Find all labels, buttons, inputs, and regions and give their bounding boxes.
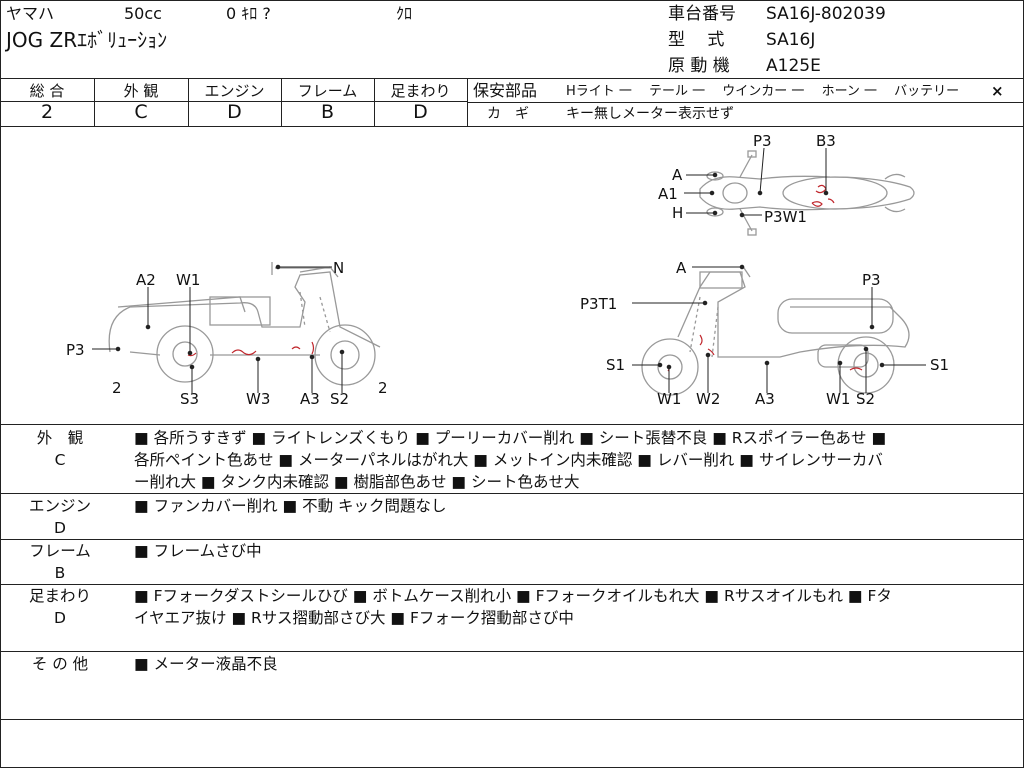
grade-header-engine: エンジン bbox=[204, 82, 265, 100]
maker: ヤマハ bbox=[6, 4, 55, 23]
diagram-label: S2 bbox=[856, 390, 876, 408]
grade-header-overall: 総 合 bbox=[29, 82, 65, 100]
diagram-label: P3W1 bbox=[764, 208, 807, 226]
section-grade-exterior: C bbox=[54, 451, 66, 469]
scooter-right-view bbox=[641, 264, 910, 396]
diagram-label: W3 bbox=[246, 390, 271, 408]
diagram-label: P3 bbox=[862, 271, 881, 289]
diagram-label: S1 bbox=[606, 356, 626, 374]
section-divider bbox=[0, 493, 1024, 494]
diagram-label: W1 bbox=[176, 271, 201, 289]
diagram-label: A1 bbox=[658, 185, 678, 203]
section-label-frame: フレーム bbox=[29, 542, 91, 560]
section-divider bbox=[0, 651, 1024, 652]
diagram-label: W1 bbox=[826, 390, 851, 408]
diagram-label: 2 bbox=[378, 379, 388, 397]
remark-line: 各所ペイント色あせ ■ メーターパネルはがれ大 ■ メットイン内未確認 ■ レバ… bbox=[134, 451, 883, 469]
remark-line: ■ ファンカバー削れ ■ 不動 キック問題なし bbox=[134, 497, 447, 515]
section-divider bbox=[0, 584, 1024, 585]
section-grade-frame: B bbox=[54, 564, 66, 582]
grade-divider bbox=[94, 78, 95, 126]
header-divider bbox=[0, 78, 1024, 79]
section-label-engine: エンジン bbox=[28, 497, 91, 515]
mileage: 0 ｷﾛ ? bbox=[226, 4, 271, 23]
diagram-label: A2 bbox=[136, 271, 156, 289]
diagram-label: H bbox=[672, 204, 684, 222]
diagram-label: 2 bbox=[112, 379, 122, 397]
remark-line: ■ Fフォークダストシールひび ■ ボトムケース削れ小 ■ Fフォークオイルもれ… bbox=[134, 587, 892, 605]
grade-value-overall: 2 bbox=[40, 101, 54, 123]
section-divider bbox=[0, 719, 1024, 720]
displacement: 50cc bbox=[124, 4, 162, 23]
diagram-label: W2 bbox=[696, 390, 721, 408]
frame-number-label: 車台番号 bbox=[668, 4, 736, 24]
diagram-label: P3T1 bbox=[580, 295, 618, 313]
engine-value: A125E bbox=[766, 56, 821, 76]
diagram-label: S3 bbox=[180, 390, 200, 408]
grade-value-exterior: C bbox=[134, 101, 148, 123]
grade-value-engine: D bbox=[227, 101, 242, 123]
safety-items: Hライト 一 テール 一 ウインカー 一 ホーン 一 バッテリー bbox=[566, 84, 960, 99]
model-name: JOG ZRｴﾎﾞﾘｭｰｼｮﾝ bbox=[6, 28, 168, 52]
diagram-label: W1 bbox=[657, 390, 682, 408]
section-label-other: そ の 他 bbox=[31, 655, 89, 673]
grade-divider bbox=[188, 78, 189, 126]
safety-label: 保安部品 bbox=[473, 81, 538, 100]
diagram-label: A3 bbox=[300, 390, 320, 408]
section-grade-suspension: D bbox=[54, 609, 66, 627]
remark-line: ー削れ大 ■ タンク内未確認 ■ 樹脂部色あせ ■ シート色あせ大 bbox=[134, 473, 580, 491]
key-value: キー無しメーター表示せず bbox=[566, 106, 734, 122]
grade-header-suspension: 足まわり bbox=[390, 82, 451, 100]
grade-divider bbox=[281, 78, 282, 126]
remark-line: ■ 各所うすきず ■ ライトレンズくもり ■ プーリーカバー削れ ■ シート張替… bbox=[134, 429, 887, 447]
safety-mid-line bbox=[467, 102, 1023, 103]
section-divider bbox=[0, 539, 1024, 540]
damage-diagram bbox=[92, 147, 926, 396]
diagram-label: P3 bbox=[753, 132, 772, 150]
model-type-value: SA16J bbox=[766, 30, 816, 50]
remark-line: ■ メーター液晶不良 bbox=[134, 655, 278, 673]
diagram-label: B3 bbox=[816, 132, 836, 150]
diagram-bottom-line bbox=[0, 424, 1024, 425]
section-grade-engine: D bbox=[54, 519, 66, 537]
model-type-label: 型 式 bbox=[668, 30, 725, 50]
scooter-left-view bbox=[108, 262, 381, 386]
remark-line: ■ フレームさび中 bbox=[134, 542, 262, 560]
key-label: カ ギ bbox=[487, 106, 529, 122]
diagram-label: N bbox=[333, 259, 345, 277]
battery-missing-mark: × bbox=[991, 82, 1004, 100]
diagram-label: S2 bbox=[330, 390, 350, 408]
diagram-label: A bbox=[672, 166, 683, 184]
grade-mid-line bbox=[0, 101, 467, 102]
grade-header-frame: フレーム bbox=[297, 82, 358, 100]
grade-value-suspension: D bbox=[413, 101, 428, 123]
diagram-label: P3 bbox=[66, 341, 85, 359]
section-label-exterior: 外 観 bbox=[36, 429, 84, 447]
diagram-label: S1 bbox=[930, 356, 950, 374]
section-label-suspension: 足まわり bbox=[28, 587, 91, 605]
diagram-label: A3 bbox=[755, 390, 775, 408]
grade-divider bbox=[374, 78, 375, 126]
scooter-top-view bbox=[699, 150, 915, 236]
grade-bottom-line bbox=[0, 126, 1024, 127]
color: ｸﾛ bbox=[396, 4, 413, 23]
diagram-label: A bbox=[676, 259, 687, 277]
engine-label: 原 動 機 bbox=[668, 56, 730, 76]
grade-header-exterior: 外 観 bbox=[123, 82, 159, 100]
frame-number-value: SA16J-802039 bbox=[766, 4, 886, 24]
grade-value-frame: B bbox=[320, 101, 335, 123]
remark-line: イヤエア抜け ■ Rサス摺動部さび大 ■ Fフォーク摺動部さび中 bbox=[134, 609, 574, 627]
